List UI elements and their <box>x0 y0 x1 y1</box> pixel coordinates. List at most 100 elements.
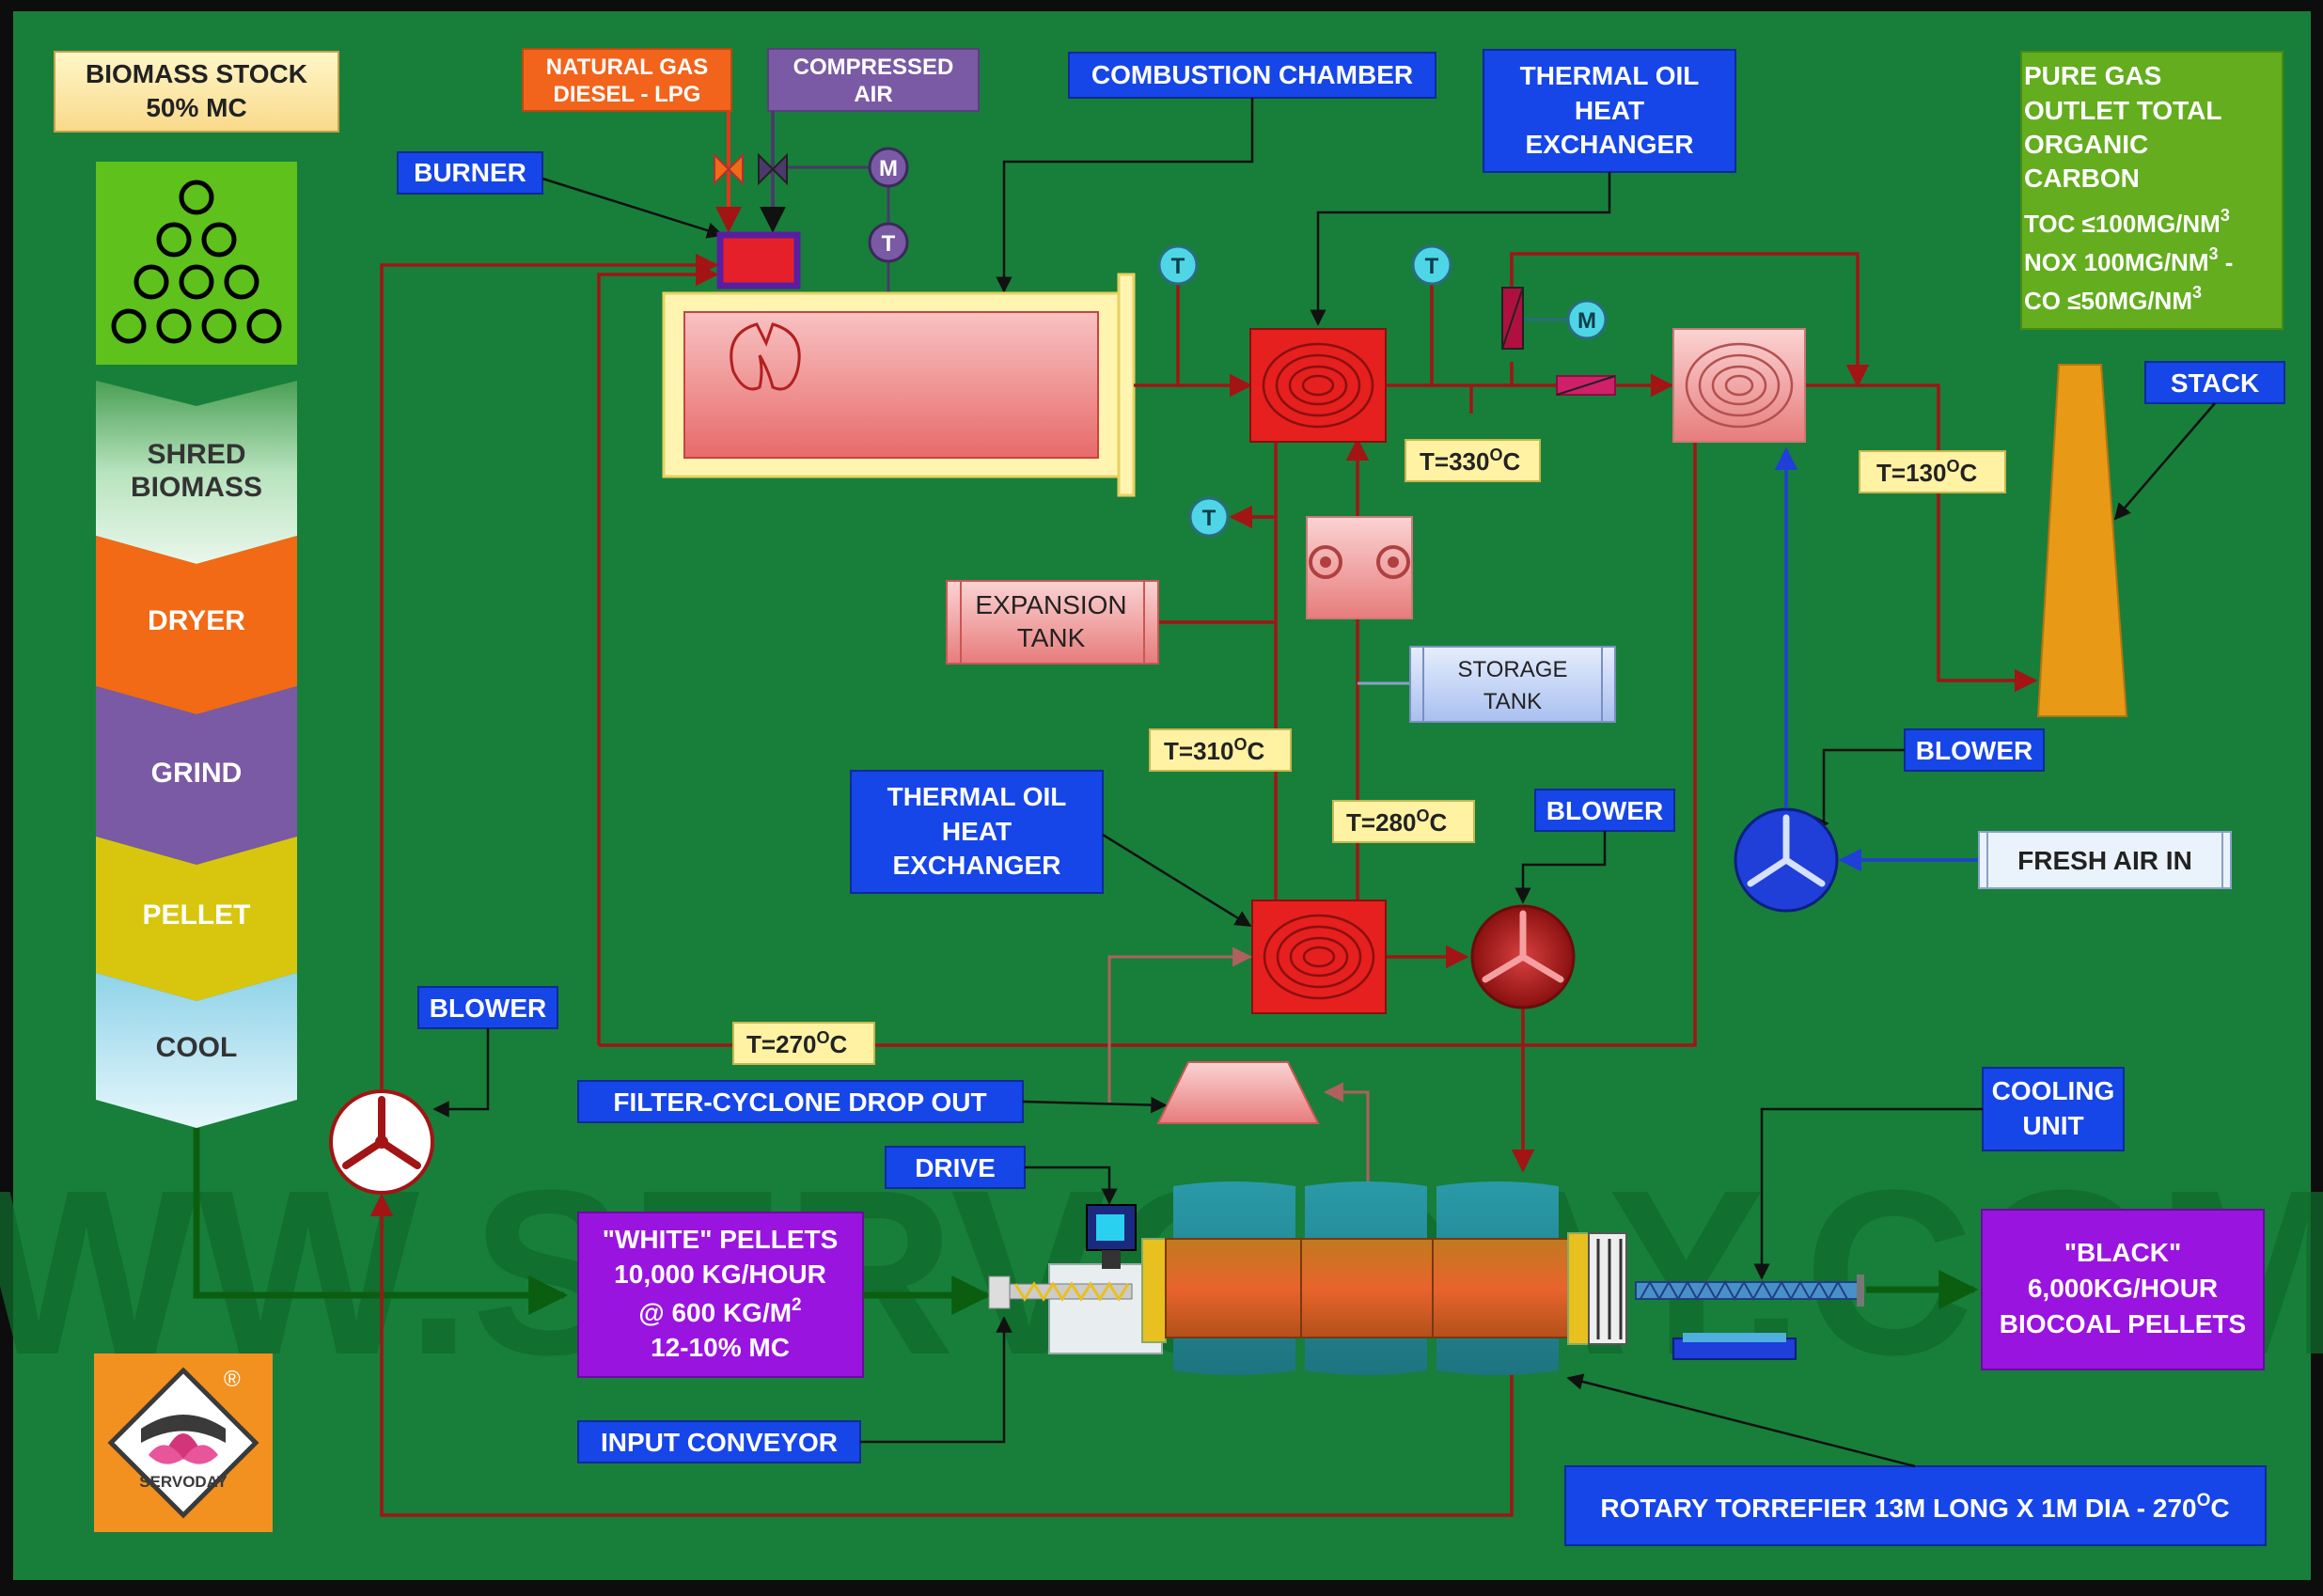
temp-sensor-2-letter: T <box>1425 254 1439 279</box>
shred-label-line1: SHRED <box>147 439 245 470</box>
white-pellets-density: @ 600 KG/M2 <box>638 1295 801 1327</box>
toc-limit: TOC ≤100MG/NM3 <box>2024 206 2230 238</box>
heat-exchanger-top-label: THERMAL OIL HEAT EXCHANGER <box>1483 49 1736 173</box>
grind-label: GRIND <box>151 758 243 789</box>
blower-left-pointer <box>432 1028 490 1118</box>
torrefier-pointer <box>1566 1373 1916 1468</box>
input-conveyor-pointer <box>860 1316 1012 1444</box>
cooling-unit-pointer <box>1753 1107 1983 1280</box>
hx-mid-line2: HEAT <box>942 817 1012 846</box>
registered-mark: ® <box>224 1367 241 1392</box>
fuel-line1: NATURAL GAS <box>546 55 708 80</box>
motor-letter: M <box>879 156 898 181</box>
dryer-label: DRYER <box>148 605 245 636</box>
expansion-tank-line2: TANK <box>1017 623 1086 652</box>
stack-pointer <box>2113 402 2216 521</box>
cooling-screw-conveyor <box>1635 1275 1864 1360</box>
burner-temp-instrument: T <box>868 222 909 263</box>
input-feeder-screw <box>988 1275 1133 1309</box>
hx-top-line2: HEAT <box>1575 96 1644 125</box>
exhaust-stack <box>2036 364 2128 717</box>
cooling-unit-line2: UNIT <box>2022 1111 2083 1140</box>
temp-label-330: T=330OC <box>1405 439 1541 482</box>
shred-label-line2: BIOMASS <box>131 472 262 503</box>
drive-text: DRIVE <box>915 1153 996 1182</box>
biomass-pile-icon <box>96 162 297 365</box>
white-pellets-line2: 10,000 KG/HOUR <box>614 1260 826 1289</box>
gas-outlet-line1: PURE GAS <box>2024 61 2161 90</box>
rotary-torrefier <box>1141 1181 1627 1375</box>
svg-text:T=270OC: T=270OC <box>746 1028 847 1058</box>
temp-label-270: T=270OC <box>732 1022 875 1065</box>
burner-unit <box>716 231 801 289</box>
svg-text:T=130OC: T=130OC <box>1876 457 1977 487</box>
biomass-stock-mc: 50% MC <box>146 93 246 122</box>
combustion-chamber-label: COMBUSTION CHAMBER <box>1068 52 1436 99</box>
compressed-air-box: COMPRESSED AIR <box>767 48 980 112</box>
air-motor-instrument: M <box>868 147 909 293</box>
process-step-grind: GRIND <box>96 686 297 865</box>
white-pellets-line1: "WHITE" PELLETS <box>603 1225 839 1254</box>
heat-exchanger-mid-label: THERMAL OIL HEAT EXCHANGER <box>850 770 1104 894</box>
air-line1: COMPRESSED <box>793 55 954 80</box>
gas-outlet-line3: ORGANIC <box>2024 130 2148 159</box>
cool-label: COOL <box>156 1032 238 1063</box>
heat-exchanger-top <box>1249 328 1387 443</box>
temp-sensor-1-letter: T <box>1171 254 1185 279</box>
black-pellets-line1: "BLACK" <box>2064 1238 2182 1267</box>
blower-label-mid: BLOWER <box>1534 789 1675 832</box>
storage-tank-line1: STORAGE <box>1458 657 1568 682</box>
product-line-to-pellets <box>193 1128 569 1315</box>
gas-outlet-box: PURE GAS OUTLET TOTAL ORGANIC CARBON TOC… <box>2020 51 2284 330</box>
air-line2: AIR <box>854 82 892 107</box>
fuel-valve <box>714 152 744 186</box>
hx-mid-line3: EXCHANGER <box>893 851 1061 880</box>
temp-label-310: T=310OC <box>1149 728 1292 772</box>
gas-outlet-line2: OUTLET TOTAL <box>2024 96 2222 125</box>
temp-label-280: T=280OC <box>1332 800 1475 843</box>
fresh-air-text: FRESH AIR IN <box>2017 846 2192 875</box>
co-limit: CO ≤50MG/NM3 <box>2024 283 2202 315</box>
blower-label-right: BLOWER <box>1904 728 2045 772</box>
heat-exchanger-mid <box>1251 900 1387 1014</box>
fuel-air-feed-lines <box>715 111 872 233</box>
chamber-pointer <box>996 98 1254 293</box>
fresh-air-blower <box>1734 807 1839 913</box>
hx-mid-pointer <box>1102 833 1252 928</box>
fuel-line2: DIESEL - LPG <box>554 82 701 107</box>
drive-label: DRIVE <box>885 1146 1026 1189</box>
filter-cyclone-text: FILTER-CYCLONE DROP OUT <box>613 1087 986 1117</box>
storage-tank: STORAGE TANK <box>1358 646 1616 723</box>
process-step-pellet: PELLET <box>96 837 297 1001</box>
recirculation-blower <box>329 1089 434 1195</box>
filter-cyclone <box>1156 1061 1320 1124</box>
storage-tank-line2: TANK <box>1483 689 1542 714</box>
white-pellets-box: "WHITE" PELLETS 10,000 KG/HOUR @ 600 KG/… <box>577 1212 864 1378</box>
burner-label-text: BURNER <box>414 158 526 187</box>
temp-sensor-3-letter: T <box>1202 506 1216 531</box>
svg-text:T=310OC: T=310OC <box>1164 735 1264 765</box>
temp-sensor-2: T <box>1411 244 1452 286</box>
biomass-stock-title: BIOMASS STOCK <box>86 59 307 88</box>
hot-gas-fan <box>1470 904 1576 1009</box>
hx-top-line1: THERMAL OIL <box>1520 61 1700 90</box>
bypass-motor-instrument: M <box>1523 299 1608 340</box>
burner-label: BURNER <box>397 151 543 195</box>
bypass-damper <box>1501 287 1524 350</box>
input-conveyor-label: INPUT CONVEYOR <box>577 1420 861 1463</box>
thermal-oil-pump <box>1306 516 1413 619</box>
svg-text:T=330OC: T=330OC <box>1420 446 1520 476</box>
hx-top-pointer <box>1310 172 1611 326</box>
nox-limit: NOX 100MG/NM3 - <box>2024 244 2233 276</box>
fuel-input-box: NATURAL GAS DIESEL - LPG <box>522 48 732 112</box>
blower-label-left: BLOWER <box>417 986 558 1029</box>
servoday-logo: ® SERVODAY <box>94 1353 273 1532</box>
stack-text: STACK <box>2171 368 2259 398</box>
combustion-chamber <box>662 273 1136 497</box>
process-step-cool: COOL <box>96 973 297 1128</box>
svg-text:T=280OC: T=280OC <box>1346 806 1447 837</box>
white-pellets-moisture: 12-10% MC <box>651 1333 790 1362</box>
cyclone-return-line <box>1107 947 1253 1104</box>
air-preheater <box>1672 328 1806 443</box>
